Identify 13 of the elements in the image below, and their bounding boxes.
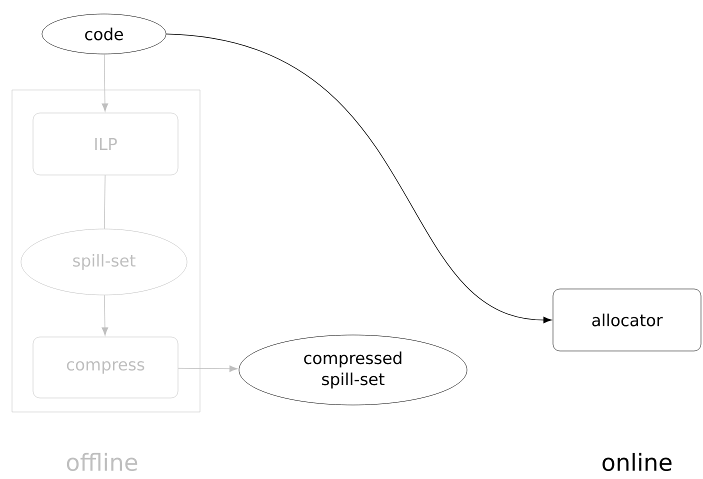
section-label: online	[602, 452, 672, 472]
arrow	[166, 34, 552, 324]
arrow	[102, 54, 108, 112]
process-box: ILP	[32, 112, 178, 176]
ellipse-node: spill-set	[20, 228, 188, 296]
process-box: compress	[32, 336, 178, 398]
process-box: allocator	[552, 288, 702, 352]
ellipse-node: compressed spill-set	[238, 334, 468, 406]
arrow	[178, 365, 238, 372]
arrow	[102, 294, 108, 336]
ellipse-node: code	[42, 14, 166, 54]
section-label: offline	[66, 452, 138, 472]
frame-box	[12, 90, 200, 412]
